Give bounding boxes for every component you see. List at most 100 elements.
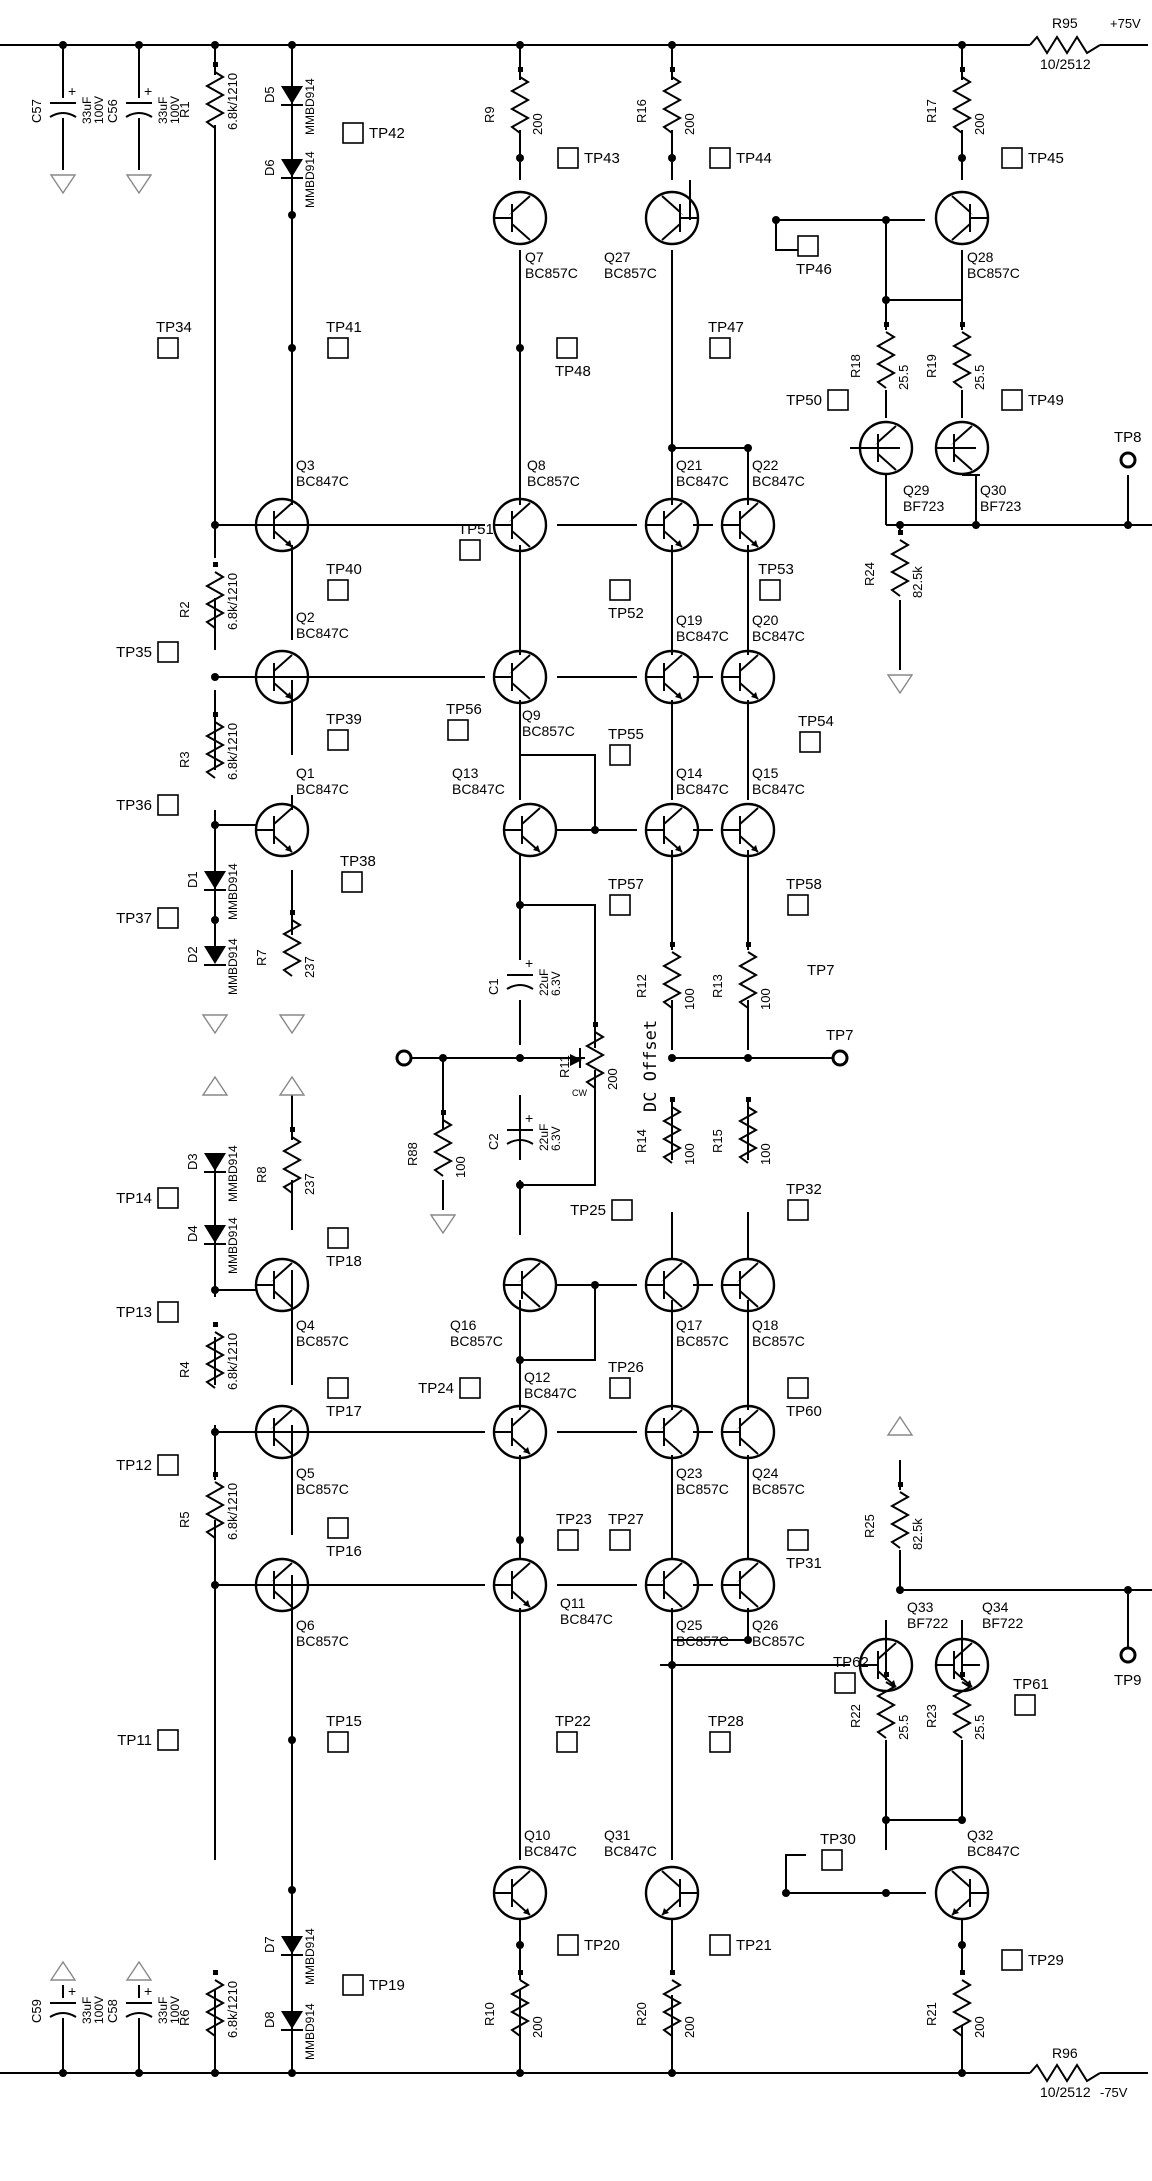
testpoint-tp27[interactable]: TP27 <box>608 1511 644 1551</box>
testpoint-label: TP20 <box>584 1937 620 1954</box>
terminal-tp9[interactable]: TP9 <box>1114 1646 1142 1689</box>
diode-ref: D3 <box>185 1153 200 1170</box>
testpoint-tp26[interactable]: TP26 <box>608 1359 644 1399</box>
testpoint-tp57[interactable]: TP57 <box>608 876 644 916</box>
ground-icon <box>201 1014 229 1035</box>
transistor-ref: Q13 <box>452 765 479 781</box>
transistor-ref: Q6 <box>296 1617 315 1633</box>
testpoint-tp12[interactable]: TP12 <box>116 1454 179 1476</box>
rail-resistor-ref: R96 <box>1052 2045 1078 2061</box>
testpoint-tp54[interactable]: TP54 <box>798 713 834 753</box>
testpoint-tp20[interactable]: TP20 <box>557 1934 620 1956</box>
testpoint-tp29[interactable]: TP29 <box>1001 1949 1064 1971</box>
diode-ref: D8 <box>262 2011 277 2028</box>
tp7-extra-label: TP7 <box>807 962 835 979</box>
transistor-ref: Q34 <box>982 1599 1009 1615</box>
transistor-part: BC857C <box>752 1633 805 1649</box>
resistor-ref: R5 <box>177 1511 192 1528</box>
testpoint-label: TP31 <box>786 1555 822 1572</box>
resistor-ref: R88 <box>405 1142 420 1166</box>
testpoint-tp14[interactable]: TP14 <box>116 1187 179 1209</box>
testpoint-tp39[interactable]: TP39 <box>326 711 362 751</box>
testpoint-label: TP39 <box>326 711 362 728</box>
testpoint-tp55[interactable]: TP55 <box>608 726 644 766</box>
testpoint-tp28[interactable]: TP28 <box>708 1713 744 1753</box>
testpoint-tp61[interactable]: TP61 <box>1013 1676 1049 1716</box>
testpoint-tp40[interactable]: TP40 <box>326 561 362 601</box>
testpoint-tp50[interactable]: TP50 <box>786 389 849 411</box>
diode-part: MMBD914 <box>226 863 240 920</box>
testpoint-tp22[interactable]: TP22 <box>555 1713 591 1753</box>
resistor-value: 200 <box>530 2016 545 2038</box>
testpoint-tp52[interactable]: TP52 <box>608 579 644 622</box>
testpoint-tp16[interactable]: TP16 <box>326 1517 362 1560</box>
testpoint-tp17[interactable]: TP17 <box>326 1377 362 1420</box>
testpoint-tp41[interactable]: TP41 <box>326 319 362 359</box>
capacitor-value: 33uF <box>156 1997 170 2024</box>
testpoint-tp30[interactable]: TP30 <box>820 1831 856 1871</box>
testpoint-tp38[interactable]: TP38 <box>340 853 376 893</box>
testpoint-tp56[interactable]: TP56 <box>446 701 482 741</box>
testpoint-tp31[interactable]: TP31 <box>786 1529 822 1572</box>
testpoint-tp24[interactable]: TP24 <box>418 1377 481 1399</box>
input-terminal[interactable] <box>395 1049 413 1067</box>
transistor-part: BF722 <box>907 1615 948 1631</box>
transistor-part: BC857C <box>752 1481 805 1497</box>
ground-icon <box>125 174 153 195</box>
testpoint-tp51[interactable]: TP51 <box>458 521 494 561</box>
resistor-ref: R1 <box>177 101 192 118</box>
testpoint-tp44[interactable]: TP44 <box>709 147 772 169</box>
testpoint-tp21[interactable]: TP21 <box>709 1934 772 1956</box>
transistor-part: BC857C <box>967 265 1020 281</box>
testpoint-tp11[interactable]: TP11 <box>117 1729 179 1751</box>
testpoint-tp43[interactable]: TP43 <box>557 147 620 169</box>
testpoint-tp47[interactable]: TP47 <box>708 319 744 359</box>
transistor-part: BC847C <box>452 781 505 797</box>
testpoint-tp19[interactable]: TP19 <box>342 1974 405 1996</box>
testpoint-tp13[interactable]: TP13 <box>116 1301 179 1323</box>
testpoint-tp23[interactable]: TP23 <box>556 1511 592 1551</box>
transistor-ref: Q11 <box>560 1595 586 1611</box>
testpoint-tp58[interactable]: TP58 <box>786 876 822 916</box>
resistor-ref: R10 <box>482 2002 497 2026</box>
transistor-layer: Q7BC857CQ27BC857CQ28BC857CQ3BC847CQ8BC85… <box>254 190 1023 1921</box>
resistor-value: 25.5 <box>972 365 987 390</box>
testpoint-tp25[interactable]: TP25 <box>570 1199 633 1221</box>
testpoint-tp53[interactable]: TP53 <box>758 561 794 601</box>
transistor-ref: Q23 <box>676 1465 703 1481</box>
testpoint-tp35[interactable]: TP35 <box>116 641 179 663</box>
testpoint-tp46[interactable]: TP46 <box>796 235 832 278</box>
testpoint-label: TP37 <box>116 910 152 927</box>
testpoint-tp62[interactable]: TP62 <box>833 1654 869 1694</box>
transistor-part: BC857C <box>296 1481 349 1497</box>
diode-ref: D7 <box>262 1936 277 1953</box>
testpoint-tp32[interactable]: TP32 <box>786 1181 822 1221</box>
testpoint-tp36[interactable]: TP36 <box>116 794 179 816</box>
polarity-plus: + <box>68 1983 76 1999</box>
ground-icon <box>886 674 914 695</box>
resistor-ref: R18 <box>848 354 863 378</box>
testpoint-tp48[interactable]: TP48 <box>555 337 591 380</box>
resistor-value: 100 <box>758 1143 773 1165</box>
testpoint-tp60[interactable]: TP60 <box>786 1377 822 1420</box>
testpoint-tp45[interactable]: TP45 <box>1001 147 1064 169</box>
testpoint-tp15[interactable]: TP15 <box>326 1713 362 1753</box>
testpoint-tp42[interactable]: TP42 <box>342 122 405 144</box>
testpoint-tp49[interactable]: TP49 <box>1001 389 1064 411</box>
terminal-tp8[interactable]: TP8 <box>1114 429 1142 469</box>
resistor-value: 82.5k <box>910 566 925 598</box>
testpoint-tp37[interactable]: TP37 <box>116 907 179 929</box>
testpoint-tp18[interactable]: TP18 <box>326 1227 362 1270</box>
testpoint-tp34[interactable]: TP34 <box>156 319 192 359</box>
terminal-tp7[interactable]: TP7 <box>826 1027 854 1067</box>
